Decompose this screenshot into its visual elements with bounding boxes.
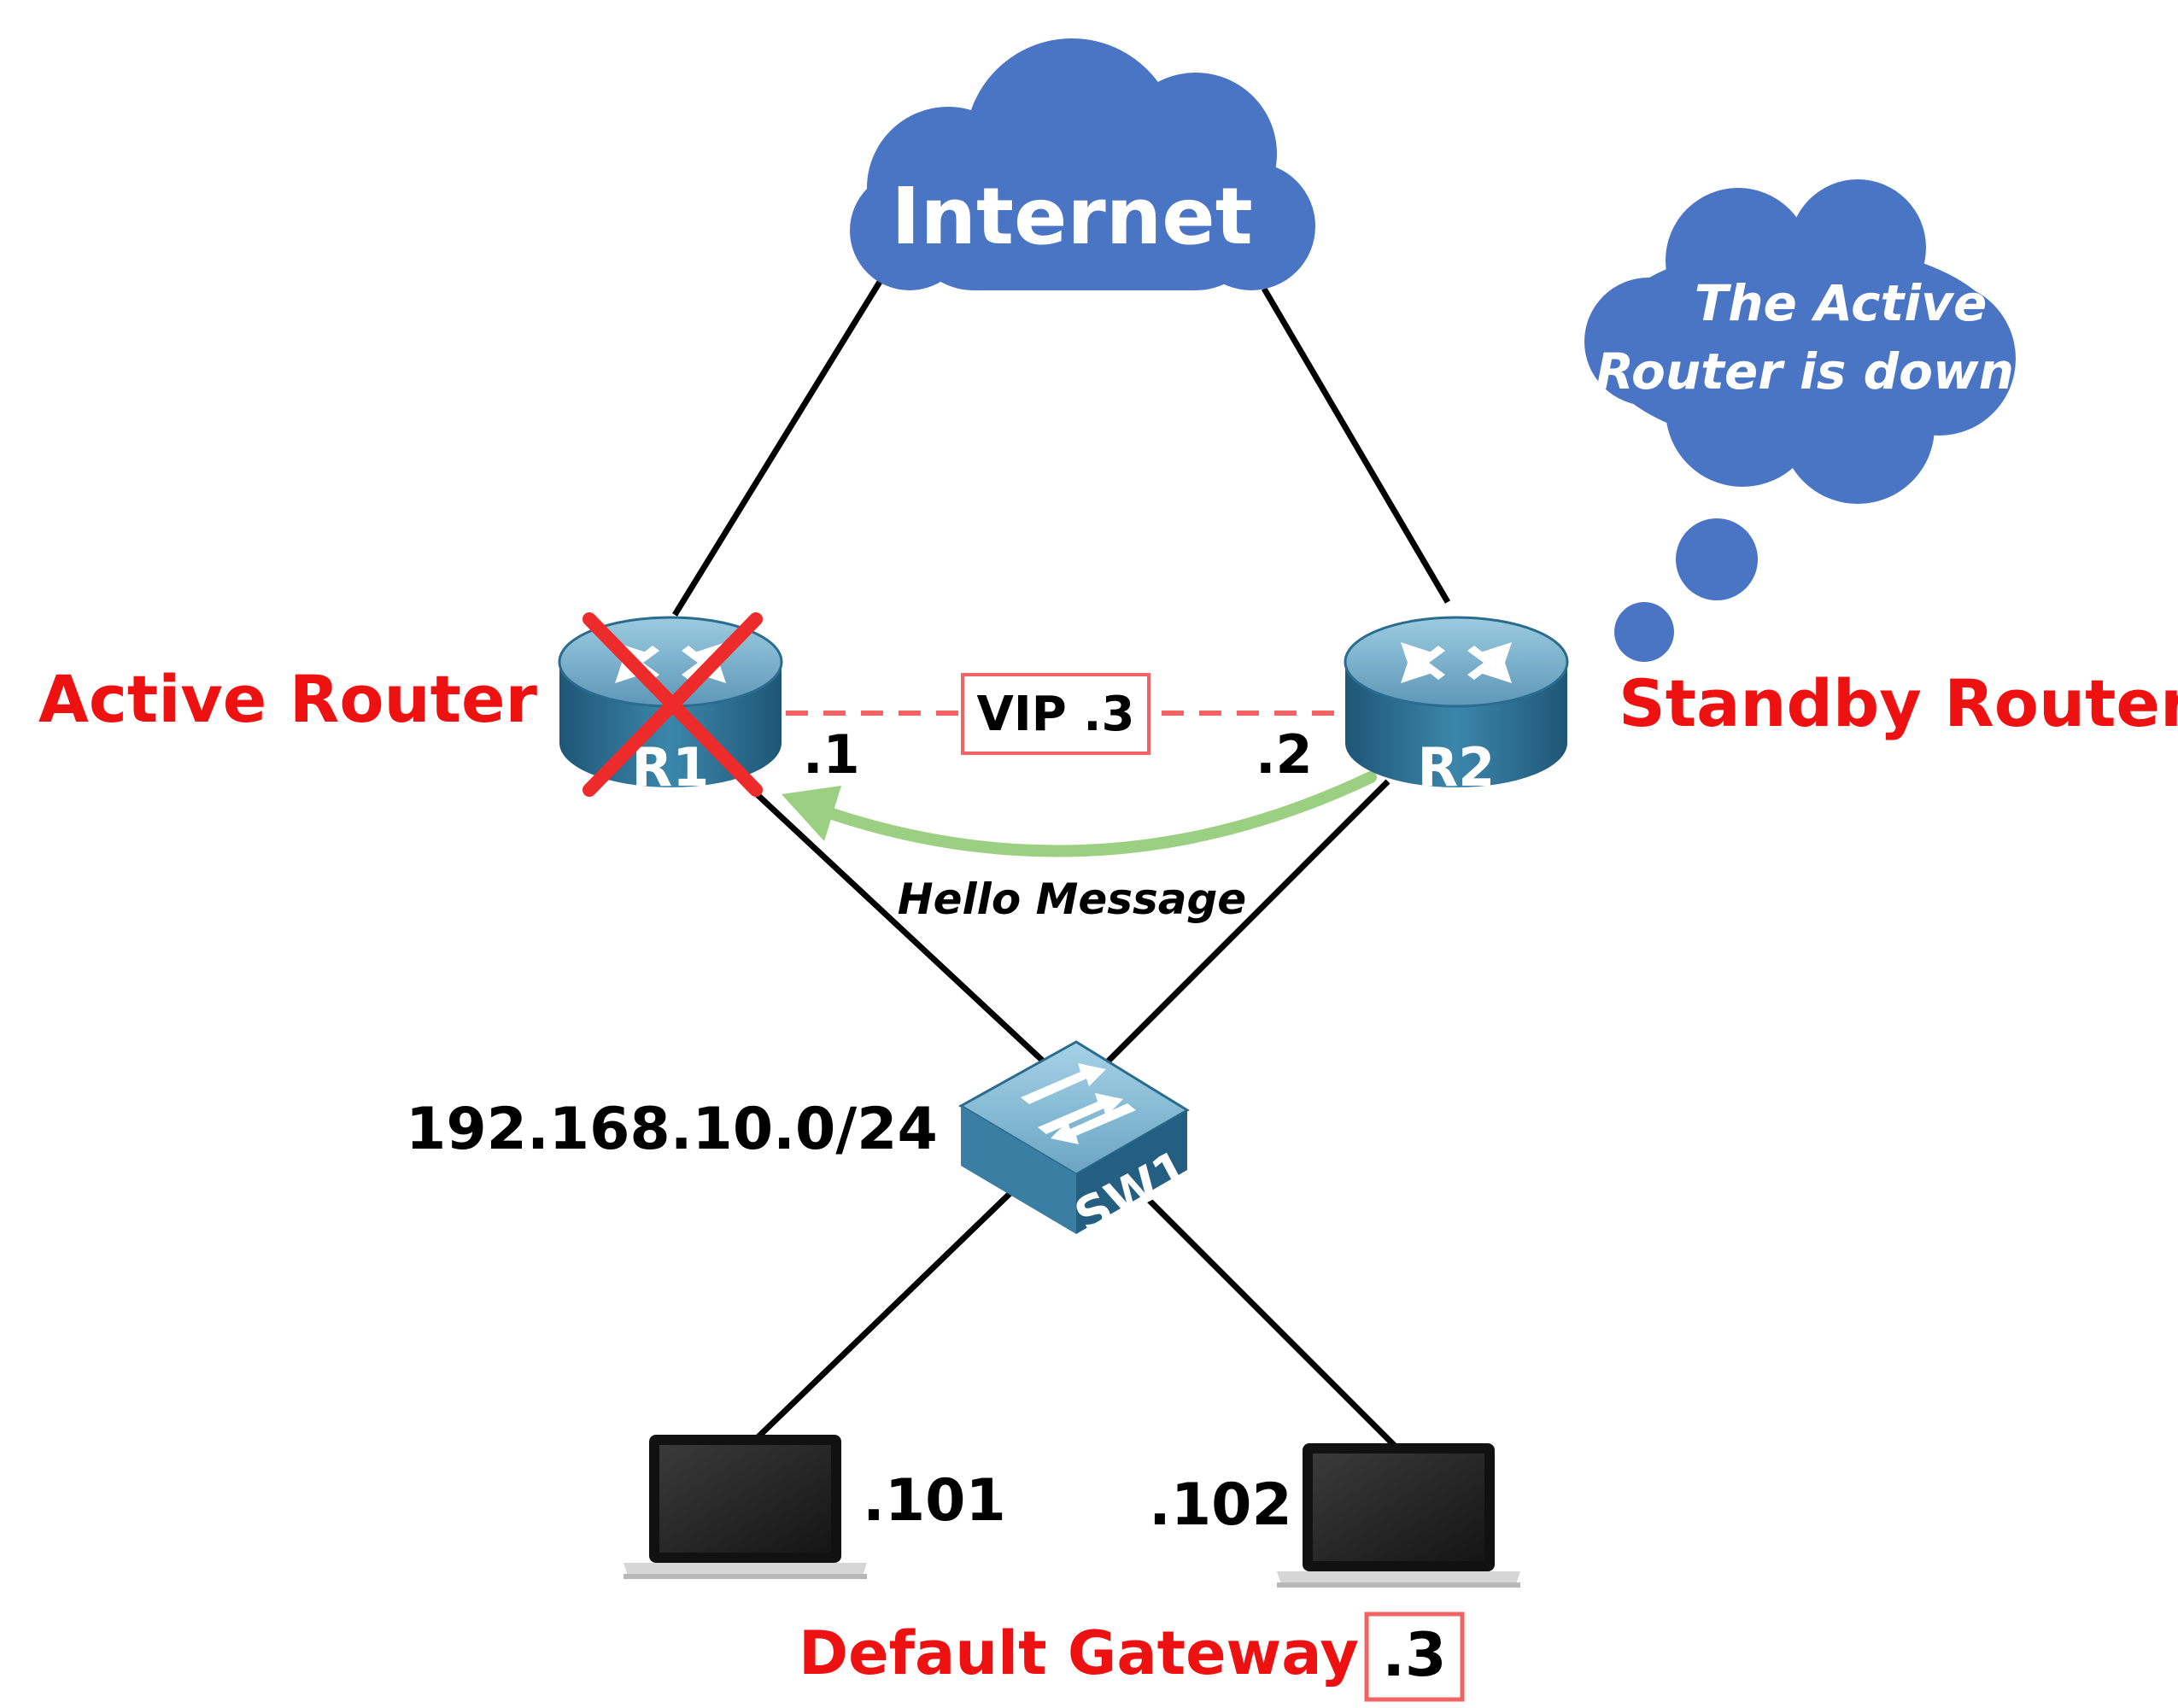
router-r1-role: Active Router: [38, 661, 538, 737]
host-laptop-2[interactable]: [1277, 1443, 1520, 1588]
router-r1[interactable]: R1: [558, 612, 783, 798]
vip-box: [961, 673, 1150, 755]
hello-arrow-head: [782, 786, 841, 841]
router-r1-name: R1: [632, 736, 710, 798]
internet-cloud: Internet: [850, 38, 1315, 290]
cloud-icon: [850, 38, 1315, 290]
link-r1-sw1: [741, 779, 1062, 1079]
router-r2-role: Standby Router: [1619, 665, 2178, 741]
router-r2-name: R2: [1418, 736, 1496, 798]
vip-link: VIP .3: [786, 673, 1362, 755]
router-r1-ip: .1: [803, 723, 860, 786]
link-internet-r1: [672, 280, 882, 617]
laptop-icon: [624, 1435, 867, 1579]
router-icon: [1344, 616, 1569, 787]
hello-arrow-path: [818, 771, 1377, 857]
link-sw1-host2: [1138, 1189, 1403, 1454]
router-r2-ip: .2: [1256, 723, 1313, 786]
switch-sw1[interactable]: SW1: [957, 1040, 1198, 1245]
link-r2-sw1: [1099, 779, 1391, 1070]
thought-bubble-icon: [1584, 179, 2016, 662]
internet-label: Internet: [891, 171, 1252, 262]
gateway-value-box: [1364, 1611, 1465, 1702]
default-gateway: Default Gateway : .3: [799, 1611, 1465, 1702]
failure-x-icon: [583, 612, 763, 797]
vip-label: VIP .3: [977, 687, 1135, 742]
laptop-icon: [1277, 1443, 1520, 1588]
host-2-ip: .102: [1149, 1471, 1292, 1539]
gateway-label: Default Gateway :: [799, 1618, 1403, 1688]
host-1-ip: .101: [863, 1467, 1006, 1535]
network-links: [672, 280, 1451, 1454]
link-internet-r2: [1261, 287, 1451, 604]
switch-icon: [957, 1040, 1190, 1234]
link-sw1-host1: [749, 1189, 1015, 1446]
gateway-value: .3: [1382, 1620, 1446, 1690]
subnet-label: 192.168.10.0/24: [406, 1096, 938, 1163]
thought-line1: The Active: [1695, 274, 1988, 332]
thought-bubble: The Active Router is down ?: [1584, 179, 2060, 662]
router-r2[interactable]: R2: [1344, 616, 1569, 798]
thought-line2: Router is down ?: [1595, 342, 2059, 401]
host-laptop-1[interactable]: [624, 1435, 867, 1579]
hello-message-arrow: Hello Message: [782, 771, 1377, 924]
hello-label: Hello Message: [898, 874, 1246, 924]
